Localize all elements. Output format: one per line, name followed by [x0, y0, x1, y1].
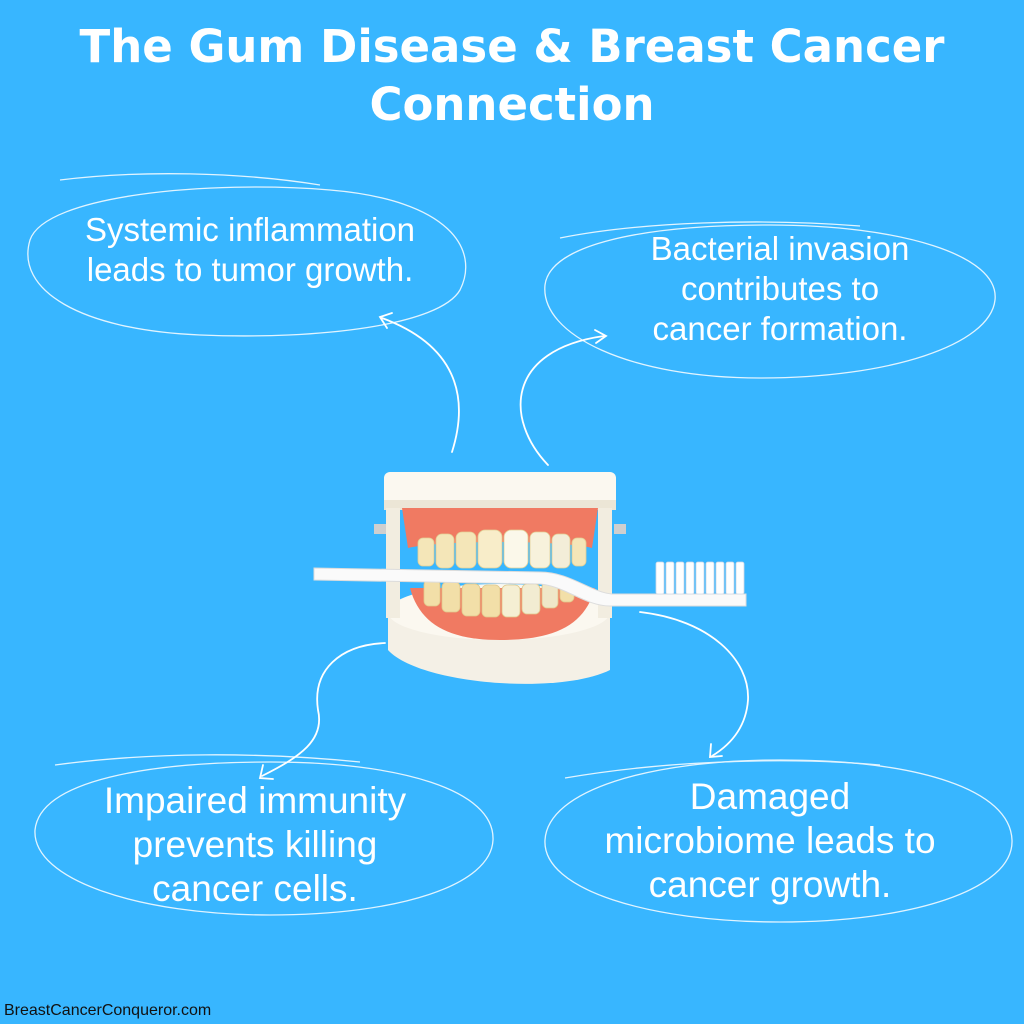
note-line: Systemic inflammation: [84, 211, 416, 248]
note-line: cancer formation.: [652, 310, 908, 347]
ellipse-bottom-right: [544, 759, 1013, 923]
arrow-icon: [639, 611, 749, 758]
denture-model-image: [374, 472, 626, 684]
arrow-icon: [378, 312, 460, 453]
note-line: microbiome leads to: [604, 820, 936, 861]
note-line: cancer cells.: [152, 868, 358, 909]
page-title: The Gum Disease & Breast Cancer Connecti…: [0, 18, 1024, 134]
note-line: Bacterial invasion: [650, 230, 910, 267]
ellipse-top-left: [27, 173, 467, 337]
note-line: Impaired immunity: [103, 780, 407, 821]
note-line: cancer growth.: [648, 864, 892, 905]
title-line-1: The Gum Disease & Breast Cancer: [79, 20, 945, 73]
note-line: prevents killing: [132, 824, 378, 865]
arrow-icon: [258, 642, 386, 780]
ellipse-top-right: [544, 221, 996, 379]
title-line-2: Connection: [369, 78, 655, 131]
ellipse-bottom-left: [34, 754, 494, 916]
footer-website: BreastCancerConqueror.com: [4, 1002, 212, 1019]
note-line: leads to tumor growth.: [86, 251, 414, 288]
toothbrush-icon: [313, 561, 747, 607]
note-line: contributes to: [680, 270, 880, 307]
note-impaired-immunity: Impaired immunity prevents killing cance…: [40, 779, 470, 911]
note-systemic-inflammation: Systemic inflammation leads to tumor gro…: [40, 210, 460, 290]
note-damaged-microbiome: Damaged microbiome leads to cancer growt…: [560, 775, 980, 907]
note-bacterial-invasion: Bacterial invasion contributes to cancer…: [565, 229, 995, 349]
note-line: Damaged: [689, 776, 851, 817]
arrow-icon: [519, 329, 608, 466]
